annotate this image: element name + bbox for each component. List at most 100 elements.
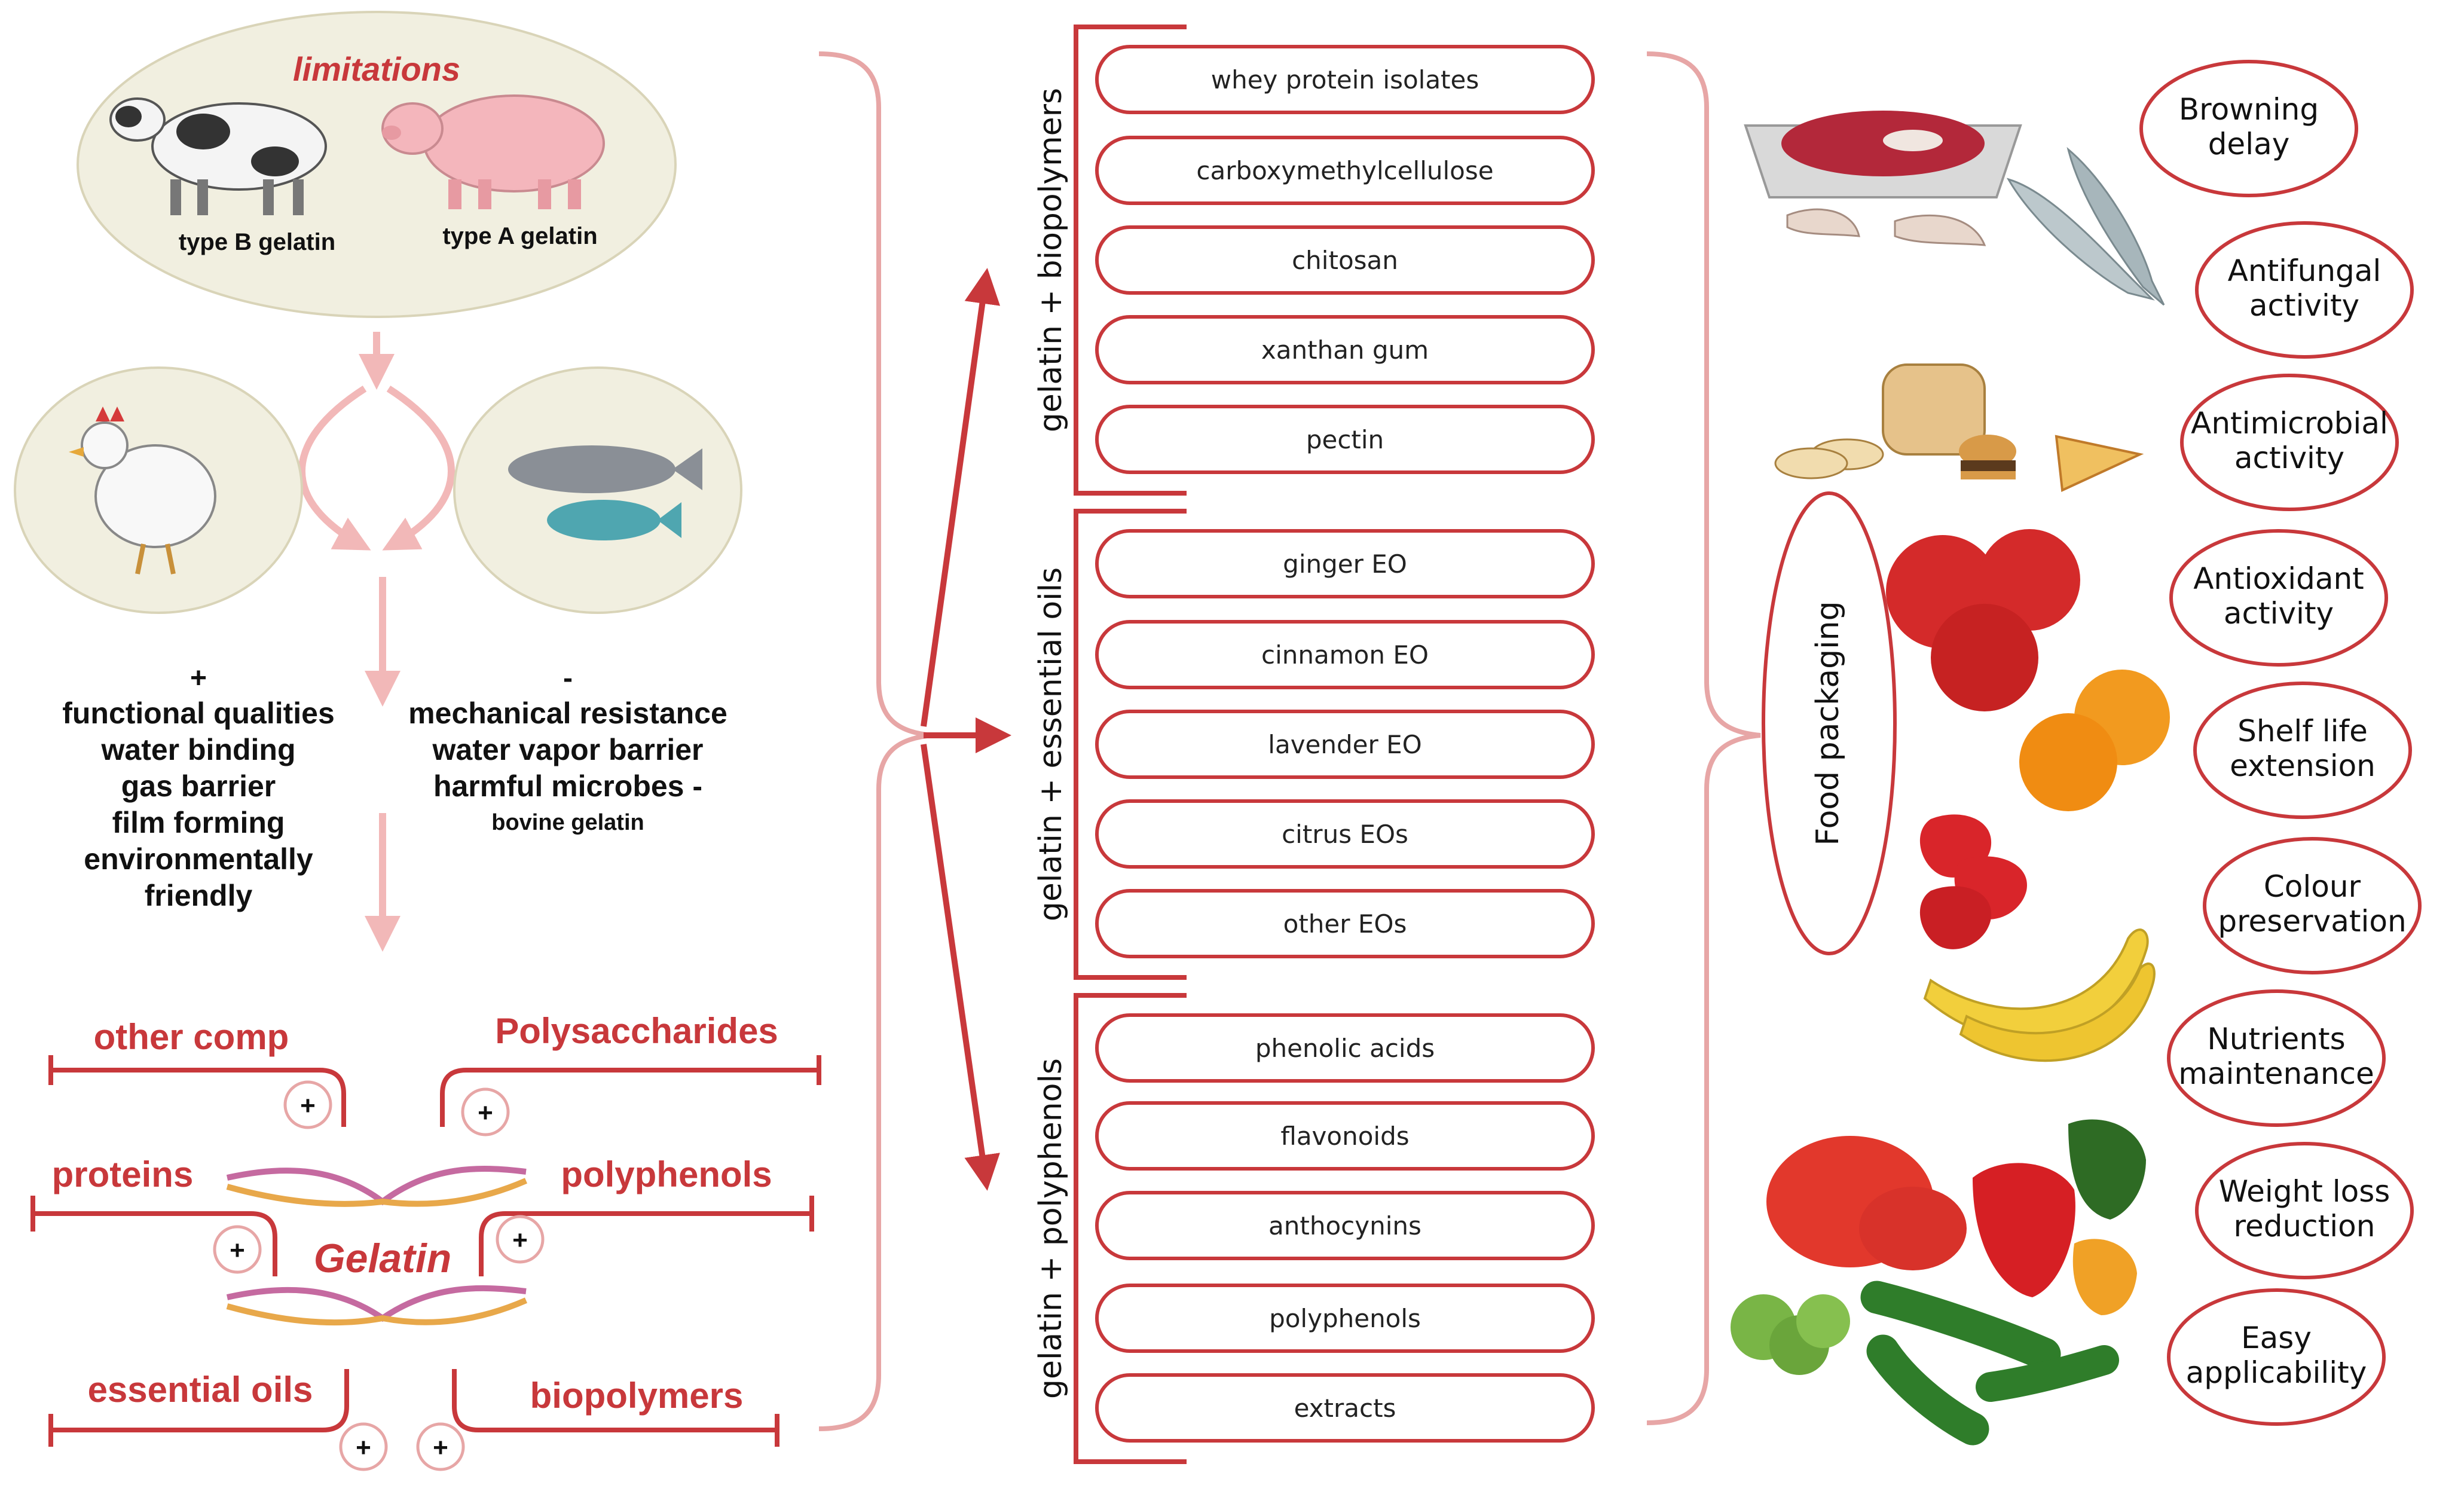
type-b-label: type B gelatin	[179, 229, 335, 255]
sources-panel: limitations type B gelatin type A gelati…	[14, 11, 742, 952]
biopolymers-bracket	[452, 1369, 779, 1447]
positive-4: film forming	[112, 806, 285, 839]
plus-badge-text: +	[356, 1433, 371, 1462]
benefit-line-1: Antioxidant	[2193, 561, 2364, 596]
properties-panel: + functional qualities water binding gas…	[62, 662, 727, 912]
plus-badge-text: +	[478, 1098, 493, 1128]
item-label: phenolic acids	[1255, 1034, 1435, 1063]
shrimp-icon	[1786, 208, 1986, 246]
food-icons	[1731, 111, 2170, 1446]
polysaccharides-bracket	[440, 1055, 821, 1127]
food-packaging-oval	[1762, 491, 1897, 955]
benefit-line-2: activity	[2249, 288, 2359, 323]
benefit-oval	[2195, 221, 2414, 359]
positive-6: friendly	[145, 879, 253, 912]
plus-badge-text: +	[300, 1091, 316, 1120]
polyphenols-label: polyphenols	[561, 1154, 772, 1194]
negative-1: mechanical resistance	[408, 696, 727, 730]
pig-icon	[381, 94, 605, 209]
item-pill	[1095, 710, 1595, 779]
proteins-label: proteins	[52, 1154, 194, 1194]
left-brace	[818, 51, 933, 1431]
item-label: chitosan	[1292, 246, 1398, 275]
item-pill	[1095, 1191, 1595, 1260]
item-label: xanthan gum	[1261, 335, 1429, 365]
plus-badge	[461, 1087, 510, 1136]
negative-2: water vapor barrier	[432, 733, 704, 766]
positive-3: gas barrier	[121, 769, 276, 803]
group-biopolymers: gelatin + biopolymers whey protein isola…	[1033, 25, 1595, 496]
item-label: cinnamon EO	[1261, 640, 1429, 670]
group-bracket	[1074, 993, 1187, 1464]
essential-oils-label: essential oils	[88, 1370, 313, 1410]
benefit-line-2: reduction	[2234, 1209, 2376, 1243]
item-pill	[1095, 45, 1595, 114]
item-pill	[1095, 620, 1595, 689]
benefit-line-2: extension	[2230, 748, 2376, 783]
item-pill	[1095, 1101, 1595, 1171]
arrow-to-biopolymers	[921, 268, 1001, 727]
benefit-line-1: Antifungal	[2228, 253, 2382, 288]
benefits-list: Browning delay Antifungal activity Antim…	[2139, 60, 2422, 1426]
minus-sign: -	[563, 662, 573, 694]
item-pill	[1095, 1373, 1595, 1443]
type-a-label: type A gelatin	[442, 223, 597, 249]
apple-icon	[1886, 529, 2080, 711]
split-left-arrow	[298, 385, 371, 551]
cucumber-icon	[1860, 1281, 2119, 1446]
benefit-line-1: Browning	[2179, 92, 2319, 127]
benefit-oval	[2203, 837, 2422, 974]
benefit-line-1: Antimicrobial	[2191, 406, 2388, 441]
essential-oils-bracket	[48, 1369, 349, 1447]
benefit-line-2: activity	[2234, 441, 2344, 475]
split-right-arrow	[382, 385, 455, 551]
group-title: gelatin + essential oils	[1033, 567, 1069, 921]
plus-badge	[283, 1080, 332, 1129]
polyphenols-bracket	[479, 1196, 814, 1276]
item-label: whey protein isolates	[1211, 65, 1479, 94]
mammal-source-oval	[77, 11, 677, 318]
polysaccharides-label: Polysaccharides	[495, 1011, 778, 1051]
plus-badge	[213, 1225, 262, 1274]
fish-icon	[508, 445, 702, 540]
chicken-icon	[69, 407, 216, 575]
benefit-oval	[2180, 374, 2399, 511]
benefit-line-2: preservation	[2218, 904, 2406, 939]
benefit-line-1: Nutrients	[2207, 1022, 2345, 1056]
item-pill	[1095, 405, 1595, 474]
burger-icon	[1959, 435, 2016, 479]
item-pill	[1095, 529, 1595, 598]
benefit-line-2: applicability	[2186, 1355, 2367, 1390]
biopolymers-label: biopolymers	[530, 1376, 744, 1416]
plus-badge-text: +	[230, 1236, 245, 1265]
item-pill	[1095, 889, 1595, 958]
fish-pair-icon	[2006, 146, 2165, 306]
item-label: lavender EO	[1268, 730, 1421, 759]
composites-panel: other comp + Polysaccharides + proteins …	[30, 1011, 821, 1471]
plus-badge	[339, 1422, 388, 1471]
food-packaging-label: Food packaging	[1810, 601, 1846, 845]
benefit-oval	[2195, 1142, 2414, 1279]
tomato-icon	[1766, 1136, 1967, 1270]
group-essential-oils: gelatin + essential oils ginger EO cinna…	[1033, 509, 1595, 980]
group-title: gelatin + biopolymers	[1033, 88, 1069, 432]
benefit-oval	[2167, 989, 2386, 1127]
benefit-line-2: maintenance	[2178, 1056, 2374, 1091]
group-bracket	[1074, 509, 1187, 980]
benefit-line-1: Shelf life	[2237, 714, 2368, 748]
item-pill	[1095, 225, 1595, 295]
item-pill	[1095, 799, 1595, 869]
bread-icon	[1774, 363, 1986, 479]
positive-1: functional qualities	[62, 696, 335, 730]
lettuce-icon	[1731, 1294, 1850, 1375]
plus-badge-text: +	[433, 1433, 448, 1462]
item-pill	[1095, 1284, 1595, 1353]
negative-note: bovine gelatin	[491, 810, 644, 835]
benefit-oval	[2193, 682, 2412, 819]
positive-5: environmentally	[84, 842, 313, 876]
other-comp-label: other comp	[94, 1017, 289, 1057]
group-polyphenols: gelatin + polyphenols phenolic acids fla…	[1033, 993, 1595, 1464]
item-pill	[1095, 1013, 1595, 1083]
benefit-oval	[2139, 60, 2358, 197]
